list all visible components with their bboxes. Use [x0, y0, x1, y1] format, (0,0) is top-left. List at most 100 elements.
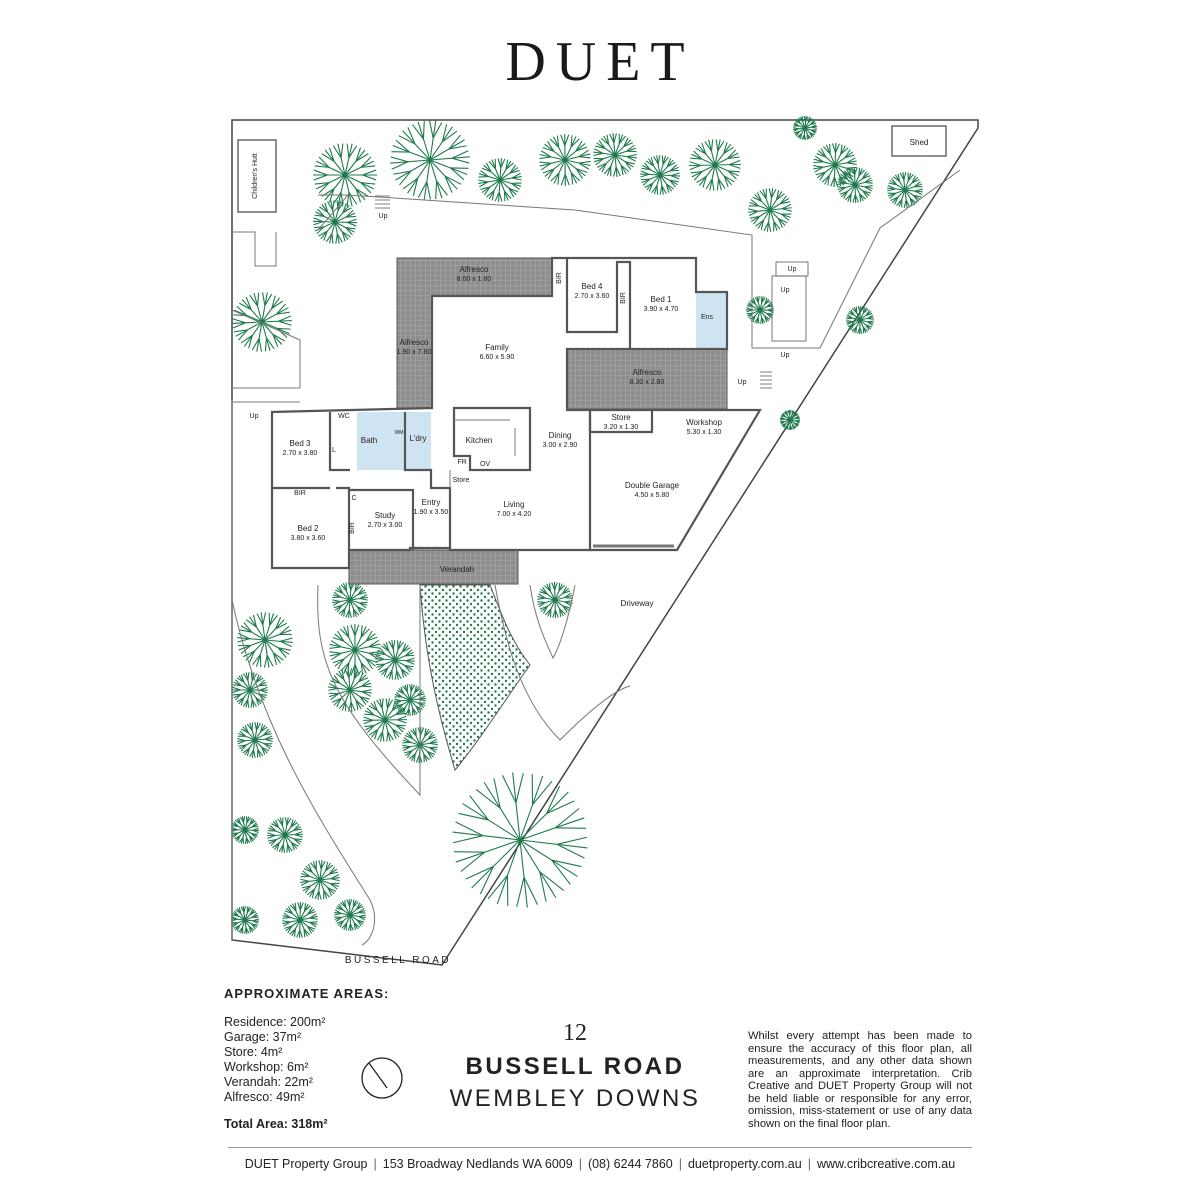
study-name: Study [375, 511, 395, 520]
ensuite-label: Ens [701, 314, 714, 321]
area-workshop: Workshop: 6m² [224, 1060, 309, 1074]
fridge-label: FR [457, 459, 466, 466]
alfresco-right-dims: 8.30 x 2.80 [630, 379, 665, 386]
laundry-tiles [393, 412, 431, 470]
verandah-label: Verandah [440, 565, 474, 574]
tree [232, 292, 292, 352]
double-garage-dims: 4.50 x 5.80 [635, 492, 670, 499]
house-walls [270, 256, 762, 570]
bed4-name: Bed 4 [582, 282, 603, 291]
tree [745, 296, 775, 324]
bed3-dims: 2.70 x 3.80 [283, 450, 318, 457]
driveway-label: Driveway [621, 599, 654, 608]
workshop-dims: 5.30 x 1.30 [687, 429, 722, 436]
double-garage-name: Double Garage [625, 481, 680, 490]
tree [282, 901, 318, 939]
tree [312, 200, 358, 244]
bath-label: Bath [361, 436, 377, 445]
tree [394, 684, 426, 716]
study-dims: 2.70 x 3.00 [368, 522, 403, 529]
street-number: 12 [563, 1020, 587, 1046]
street-name: BUSSELL ROAD [465, 1053, 685, 1080]
area-store: Store: 4m² [224, 1045, 283, 1059]
entry-dims: 1.90 x 3.50 [414, 509, 449, 516]
tree [537, 581, 573, 619]
living-name: Living [504, 500, 525, 509]
footer-website[interactable]: duetproperty.com.au [687, 1157, 802, 1171]
tree [390, 120, 470, 200]
tree [593, 133, 637, 177]
footer-address: 153 Broadway Nedlands WA 6009 [382, 1157, 573, 1171]
steps [375, 195, 809, 389]
cupboard-label: C [351, 495, 356, 502]
tree [266, 817, 304, 853]
bed1-dims: 3.90 x 4.70 [644, 306, 679, 313]
kitchen-label: Kitchen [466, 436, 493, 445]
small-labels: Shed Children's Hutt Up Up Up Up Up Up B… [250, 138, 929, 966]
bed3-name: Bed 3 [290, 439, 311, 448]
areas-title: APPROXIMATE AREAS: [224, 986, 390, 1001]
living-dims: 7.00 x 4.20 [497, 511, 532, 518]
bir-bed3: BIR [294, 490, 306, 497]
dining-dims: 3.00 x 2.90 [543, 442, 578, 449]
tree [639, 155, 681, 195]
ensuite-tiles [696, 292, 726, 348]
tree [539, 133, 591, 187]
up-label-3: Up [781, 287, 790, 294]
up-label-4: Up [781, 352, 790, 359]
store-garage-dims: 3.20 x 1.30 [604, 424, 639, 431]
tree [887, 172, 923, 208]
tree [329, 623, 381, 677]
retaining-wall [232, 231, 277, 267]
laundry-label: L'dry [409, 434, 426, 443]
alfresco-right-name: Alfresco [633, 368, 662, 377]
oven-label: OV [480, 461, 490, 468]
bed2-name: Bed 2 [298, 524, 319, 533]
bed4-dims: 2.70 x 3.60 [575, 293, 610, 300]
childrens-hut [237, 139, 277, 213]
store-garage-name: Store [611, 413, 631, 422]
tree [230, 816, 260, 844]
footer-company: DUET Property Group [244, 1157, 368, 1171]
family-name: Family [485, 343, 509, 352]
tree [837, 166, 873, 204]
alfresco-left-name: Alfresco [400, 338, 429, 347]
footer-website-crib[interactable]: www.cribcreative.com.au [816, 1157, 956, 1171]
tree [375, 640, 415, 680]
footer-divider [228, 1147, 972, 1148]
tree [328, 668, 372, 712]
area-alfresco: Alfresco: 49m² [224, 1090, 305, 1104]
alfresco-left-dims: 1.90 x 7.80 [397, 349, 432, 356]
family-dims: 6.60 x 5.90 [480, 354, 515, 361]
entry-name: Entry [422, 498, 441, 507]
compass-icon [361, 1057, 403, 1099]
footer: DUET Property Group|153 Broadway Nedland… [244, 1157, 956, 1171]
tree [237, 722, 273, 758]
up-label-5: Up [738, 379, 747, 386]
tree [478, 158, 522, 202]
tree [362, 698, 408, 742]
tree [300, 860, 340, 900]
lawn-edge [231, 599, 375, 946]
rear-path [231, 194, 576, 403]
approximate-areas: APPROXIMATE AREAS: Residence: 200m² Gara… [224, 986, 484, 1131]
tree [237, 612, 293, 668]
bed2-dims: 3.80 x 3.60 [291, 535, 326, 542]
tree [402, 726, 438, 764]
path-curve [494, 584, 631, 741]
dining-name: Dining [549, 431, 572, 440]
wm-label: WM [395, 430, 404, 436]
tree [332, 582, 368, 618]
tree [793, 116, 817, 140]
street-label: BUSSELL ROAD [345, 955, 451, 966]
area-garage: Garage: 37m² [224, 1030, 302, 1044]
tree [452, 772, 588, 908]
alfresco-right-paving [566, 348, 728, 410]
up-label-2: Up [788, 266, 797, 273]
up-label-6: Up [250, 413, 259, 420]
tree [231, 672, 269, 708]
verandah-paving [348, 549, 519, 585]
footer-phone: (08) 6244 7860 [587, 1157, 673, 1171]
path-edge [529, 584, 576, 660]
childrens-hut-label: Children's Hutt [252, 153, 259, 199]
